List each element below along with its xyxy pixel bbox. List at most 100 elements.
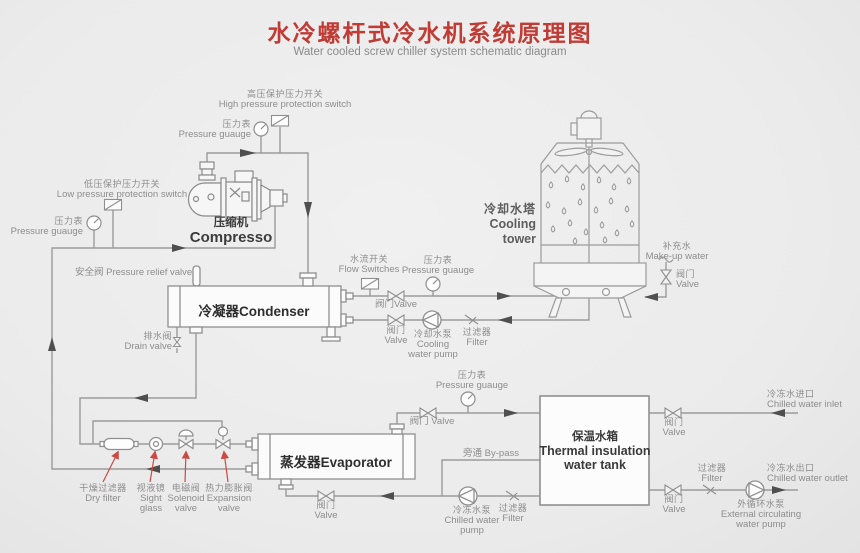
label-line: Low pressure protection switch <box>56 188 188 200</box>
label-line: Chilled water <box>444 514 500 526</box>
refrigerant-components <box>99 426 231 452</box>
label-line: 外循环水泵 <box>737 499 785 509</box>
lp-gauge-icon <box>86 215 102 231</box>
label-line: valve <box>217 503 241 514</box>
page-subtitle: Water cooled screw chiller system schema… <box>293 46 567 58</box>
label-line: Expansion <box>206 492 252 504</box>
label-cooling-filter: 过滤器 Filter <box>463 327 492 348</box>
label-line: Pressure guauge <box>435 379 509 391</box>
label-line: Filter <box>502 512 524 524</box>
label-sight-glass: 视液镜 Sight glass <box>137 483 166 515</box>
label-line: 过滤器 <box>462 327 492 337</box>
label-line: Chilled water outlet <box>767 472 848 484</box>
label-line: 干燥过滤器 <box>79 483 127 493</box>
label-line: 冷却水泵 <box>413 329 453 339</box>
external-water-pump-icon <box>745 480 766 500</box>
label-line: 阀门Valve <box>374 299 418 310</box>
label-line: water pump <box>408 349 458 360</box>
label-line: 保温水箱 <box>571 431 618 443</box>
hp-gauge-icon <box>253 121 269 137</box>
label-line: 冷冻水进口 <box>767 389 815 399</box>
makeup-valve-icon <box>659 269 673 285</box>
label-line: Solenoid <box>167 492 205 504</box>
flow-arrows <box>48 149 786 500</box>
label-pressure-relief-valve: 安全阀 Pressure relief valve <box>75 267 192 279</box>
label-line: Valve <box>662 426 686 438</box>
label-cooling-supply-valve: 阀门Valve <box>374 299 418 311</box>
label-line: 冷却水塔 <box>483 202 536 216</box>
label-line: Valve <box>314 509 338 521</box>
chilled-water-pump-icon <box>457 486 478 506</box>
page-title: 水冷螺杆式冷水机系统原理图 <box>267 20 593 46</box>
label-makeup-water: 补充水 Make-up water <box>646 241 709 262</box>
evap-return-valve-icon <box>317 490 335 502</box>
label-drain-valve: 排水阀 Drain valve <box>124 331 172 352</box>
label-line: pump <box>460 525 484 536</box>
label-compressor: 压缩机 Compresso <box>190 217 273 245</box>
compressor-graphic <box>187 161 288 222</box>
label-tank-outlet-valve: 阀门 Valve <box>662 494 685 515</box>
filter-icons <box>464 314 717 501</box>
label-line: Cooling <box>416 338 450 350</box>
label-chilled-water-inlet: 冷冻水进口 Chilled water inlet <box>767 389 842 410</box>
label-line: 阀门 <box>664 494 684 504</box>
label-high-pressure-switch: 高压保护压力开关 High pressure protection switch <box>219 89 352 110</box>
label-evap-outlet-valve: 阀门 Valve <box>409 416 455 428</box>
cooling-pipe-gauge-icon <box>425 276 441 292</box>
label-line: Filter <box>466 336 488 348</box>
fan-blade-icon <box>590 147 624 157</box>
label-dry-filter: 干燥过滤器 Dry filter <box>79 483 127 504</box>
label-line: Thermal insulation <box>539 444 651 458</box>
label-expansion-valve: 热力膨胀阀 Expansion valve <box>205 483 253 515</box>
label-line: Sight <box>140 492 162 504</box>
cooling-filter-icon <box>464 314 479 325</box>
label-cooling-water-pump: 冷却水泵 Cooling water pump <box>408 329 458 361</box>
cooling-return-valve-icon <box>387 314 405 326</box>
label-line: 高压保护压力开关 <box>246 89 324 99</box>
label-makeup-valve: 阀门 Valve <box>676 269 699 290</box>
cooling-tower-graphic <box>533 110 647 318</box>
label-line: Dry filter <box>85 492 121 504</box>
evaporator-graphic <box>245 423 416 490</box>
switch-icons <box>103 114 380 290</box>
label-chilled-filter: 过滤器 Filter <box>499 503 528 524</box>
label-line: 阀门 <box>386 325 406 335</box>
label-line: 冷冻水泵 <box>452 505 492 515</box>
solenoid-valve-icon <box>178 429 194 450</box>
label-tank-outlet-filter: 过滤器 Filter <box>698 463 727 484</box>
label-line: 低压保护压力开关 <box>83 179 161 189</box>
label-line: water pump <box>736 519 786 530</box>
label-line: Flow Switches <box>338 263 400 275</box>
label-line: Chilled water inlet <box>767 398 842 410</box>
label-external-pump: 外循环水泵 External circulating water pump <box>721 499 801 531</box>
tank-outlet-valve-icon <box>664 484 682 496</box>
label-chilled-pipe-gauge: 压力表 Pressure guauge <box>436 370 508 391</box>
tank-outlet-filter-icon <box>702 484 717 495</box>
label-line: 阀门 Valve <box>409 416 455 427</box>
drain-valve-icon <box>172 337 182 347</box>
cooling-supply-valve-icon <box>387 290 405 302</box>
label-line: Valve <box>662 503 686 515</box>
label-solenoid-valve: 电磁阀 Solenoid valve <box>168 483 205 515</box>
label-cooling-return-valve: 阀门 Valve <box>384 325 407 346</box>
label-flow-switches: 水流开关 Flow Switches <box>339 254 400 275</box>
sight-glass-icon <box>148 436 164 452</box>
label-line: 冷冻水出口 <box>767 463 815 473</box>
label-line: glass <box>139 503 163 514</box>
label-line: 阀门 <box>316 500 336 510</box>
label-line: water tank <box>564 458 626 472</box>
label-line: Pressure guauge <box>10 225 83 237</box>
label-water-tank: 保温水箱 Thermal insulation water tank <box>539 430 650 472</box>
tower-motor-icon <box>580 110 598 119</box>
label-chilled-water-pump: 冷冻水泵 Chilled water pump <box>445 505 500 537</box>
label-line: 视液镜 <box>136 483 166 493</box>
label-line: 压缩机 <box>213 217 249 229</box>
label-line: 旁通 By-pass <box>463 448 519 459</box>
cooling-water-pump-icon <box>421 310 442 330</box>
label-line: 热力膨胀阀 <box>205 483 253 493</box>
label-line: External circulating <box>720 508 802 520</box>
label-line: Pressure guauge <box>401 264 475 276</box>
label-line: High pressure protection switch <box>218 98 352 110</box>
